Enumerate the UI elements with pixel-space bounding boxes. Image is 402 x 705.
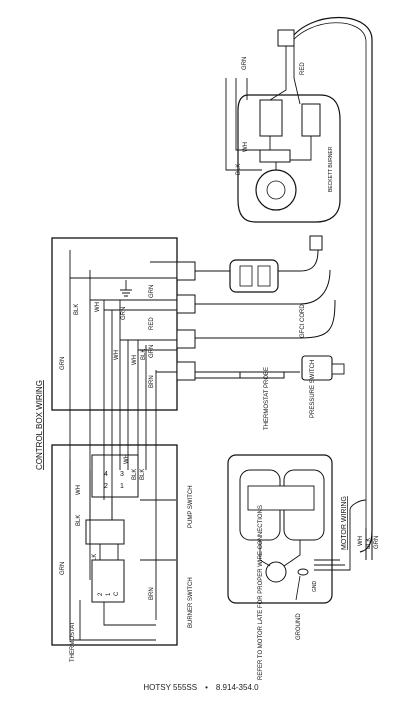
pressure-switch-label: PRESSURE SWITCH — [310, 360, 316, 418]
lb-wh-2: WH — [76, 485, 82, 495]
lb-wh-1: WH — [124, 454, 130, 464]
lb-blk-1: BLK — [132, 469, 138, 480]
gfci-button — [239, 265, 253, 287]
motor-gnd-label: GND — [312, 581, 318, 593]
footer: HOTSY 555SS • 8.914-354.0 — [0, 683, 402, 692]
motor-wires — [259, 499, 367, 571]
thermostat-terminal-2: 2 — [98, 592, 104, 596]
pressure-switch-fitting — [331, 363, 345, 375]
burner-junction — [259, 149, 291, 163]
terminal-4: 4 — [104, 471, 108, 478]
pump-switch-block — [91, 454, 139, 498]
footer-separator: • — [205, 683, 208, 692]
thermostat-block — [91, 559, 125, 603]
burner-motor-hub — [266, 180, 286, 200]
ground-label: GROUND — [296, 613, 302, 640]
ground-symbol — [120, 280, 132, 297]
thermostat-probe-label: THERMOSTAT PROBE — [264, 367, 270, 430]
thermostat-label: THERMOSTAT — [70, 621, 76, 662]
cb-wh-3: WH — [132, 355, 138, 365]
cb-grn-3: GRN — [60, 357, 66, 370]
motor-wiring-title: MOTOR WIRING — [341, 496, 348, 550]
cb-wh-1: WH — [95, 302, 101, 312]
footer-part-number: 8.914-354.0 — [215, 683, 259, 692]
footer-model: HOTSY 555SS — [143, 683, 198, 692]
burner-outline — [237, 94, 341, 223]
cb-red: RED — [149, 317, 155, 330]
ground-leader — [295, 575, 301, 601]
motor-terminal — [265, 561, 287, 583]
burner-wires — [225, 46, 312, 171]
gfci-wires — [195, 249, 331, 305]
cb-brn: BRN — [149, 375, 155, 388]
motor-cable — [365, 528, 373, 560]
cb-grn-4: GRN — [149, 345, 155, 358]
terminal-1: 1 — [120, 483, 124, 490]
terminal-2: 2 — [104, 483, 108, 490]
lower-box-wires — [69, 460, 176, 641]
lb-blk-3: BLK — [76, 515, 82, 526]
lb-blk-4: BLK — [92, 554, 98, 565]
burner-control — [301, 103, 321, 137]
pressure-switch — [301, 355, 333, 381]
power-cord-inner — [289, 22, 367, 528]
gfci-cord-label: GFCI CORD — [300, 304, 306, 338]
burner-transformer — [259, 99, 283, 137]
refer-note-text: REFER TO MOTOR LATE FOR PROPER WIRE CONN… — [258, 505, 264, 680]
lb-grn: GRN — [60, 562, 66, 575]
motor-plate — [227, 454, 333, 604]
control-box-title: CONTROL BOX WIRING — [35, 380, 44, 470]
thermostat-terminal-1: 1 — [106, 592, 112, 596]
burner-switch-label: BURNER SWITCH — [188, 577, 194, 628]
gfci-device — [229, 259, 279, 293]
motor-wh: WH — [358, 536, 364, 546]
burner-switch-block — [85, 519, 125, 545]
pump-switch-label: PUMP SWITCH — [188, 485, 194, 528]
burner-wire-blk: BLK — [236, 164, 242, 175]
control-box-outline — [51, 237, 178, 411]
power-cord — [289, 16, 373, 553]
motor-grn: GRN — [374, 536, 380, 549]
cb-wh-2: WH — [114, 350, 120, 360]
gfci-plug — [309, 235, 323, 251]
cb-grn-1: GRN — [149, 285, 155, 298]
burner-wire-wh: WH — [243, 142, 249, 152]
burner-motor — [255, 169, 297, 211]
gfci-reset — [257, 265, 271, 287]
thermostat-probe — [239, 371, 285, 379]
cb-grn-2: GRN — [121, 307, 127, 320]
lb-blk-2: BLK — [140, 469, 146, 480]
cb-blk-1: BLK — [74, 304, 80, 315]
motor-ground-screw — [297, 568, 309, 576]
motor-blk: BLK — [366, 538, 372, 549]
cb-blk-2: BLK — [141, 349, 147, 360]
connectors — [176, 261, 196, 381]
burner-wire-red: RED — [300, 62, 306, 75]
refer-note: REFER TO MOTOR LATE FOR PROPER WIRE CONN… — [258, 505, 264, 680]
beckett-burner-label: BECKETT BURNER — [328, 146, 334, 192]
lb-brn: BRN — [149, 587, 155, 600]
cord-connector — [277, 29, 295, 47]
motor-label-plate — [247, 485, 315, 511]
control-box-wires — [69, 250, 177, 640]
terminal-3: 3 — [120, 471, 124, 478]
thermostat-terminal-c: C — [114, 591, 120, 596]
control-box-lower — [51, 444, 178, 646]
burner-wire-grn: GRN — [242, 57, 248, 70]
